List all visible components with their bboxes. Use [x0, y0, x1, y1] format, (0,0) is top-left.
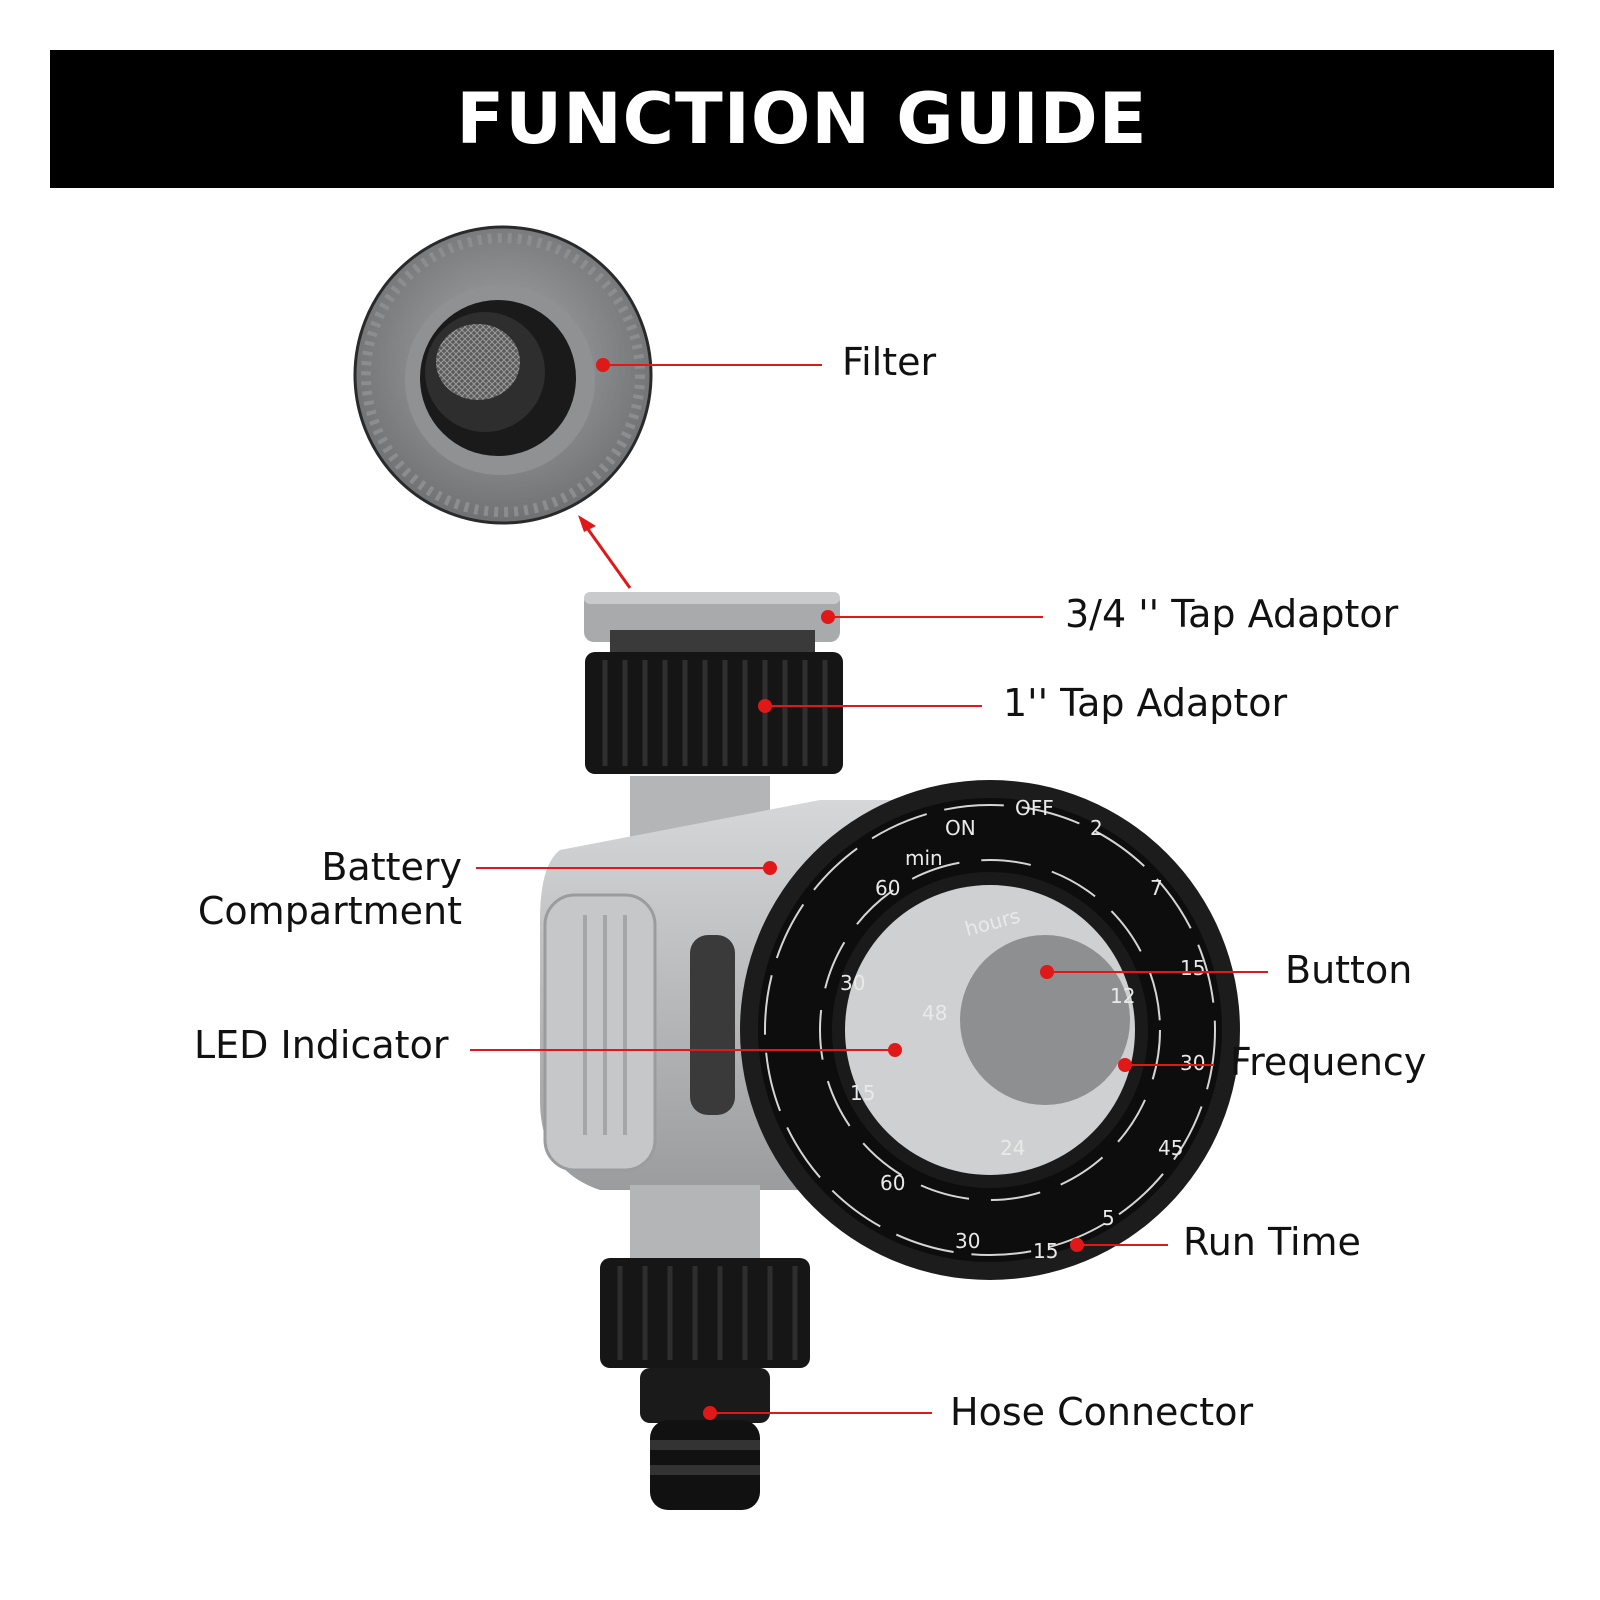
leader-dots [596, 358, 1132, 1420]
dial-label-off: OFF [1015, 796, 1054, 820]
run-tick-0: 60 [875, 876, 900, 900]
freq-tick-5: 5 [1102, 1206, 1115, 1230]
run-tick-5: 15 [1033, 1239, 1058, 1263]
filter-closeup [353, 225, 653, 525]
freq-tick-1: 7 [1150, 876, 1163, 900]
hose-connector-part [600, 1258, 810, 1510]
dial-label-on: ON [945, 816, 976, 840]
label-battery-line2: Compartment [197, 889, 462, 933]
label-hose-connector: Hose Connector [950, 1390, 1254, 1434]
dial-label-24: 24 [1000, 1136, 1025, 1160]
label-run-time: Run Time [1183, 1220, 1361, 1264]
label-battery-line1: Battery [321, 845, 462, 889]
freq-tick-2: 15 [1180, 956, 1205, 980]
run-tick-4: 30 [955, 1229, 980, 1253]
label-filter: Filter [842, 340, 937, 384]
tap-adaptor-34 [584, 592, 840, 656]
freq-tick-0: 2 [1090, 816, 1103, 840]
label-led-indicator: LED Indicator [194, 1023, 449, 1067]
label-tap-adaptor-34: 3/4 '' Tap Adaptor [1065, 592, 1399, 636]
title-banner: FUNCTION GUIDE [50, 50, 1554, 188]
tap-adaptor-1 [585, 652, 843, 774]
label-frequency: Frequency [1230, 1040, 1427, 1084]
page-title: FUNCTION GUIDE [456, 78, 1148, 160]
run-tick-2: 15 [850, 1081, 875, 1105]
timer-dial: 48 12 24 hours OFF ON min 2 7 15 30 45 5… [740, 780, 1240, 1280]
leader-lines [470, 364, 1268, 1414]
button-face [960, 935, 1130, 1105]
label-button: Button [1285, 948, 1413, 992]
dial-label-min: min [905, 846, 943, 870]
freq-tick-4: 45 [1158, 1136, 1183, 1160]
run-tick-1: 30 [840, 971, 865, 995]
label-tap-adaptor-1: 1'' Tap Adaptor [1003, 681, 1288, 725]
dial-label-48: 48 [922, 1001, 947, 1025]
filter-arrow [578, 515, 632, 589]
dial-label-12: 12 [1110, 984, 1135, 1008]
run-tick-3: 60 [880, 1171, 905, 1195]
freq-tick-3: 30 [1180, 1051, 1205, 1075]
